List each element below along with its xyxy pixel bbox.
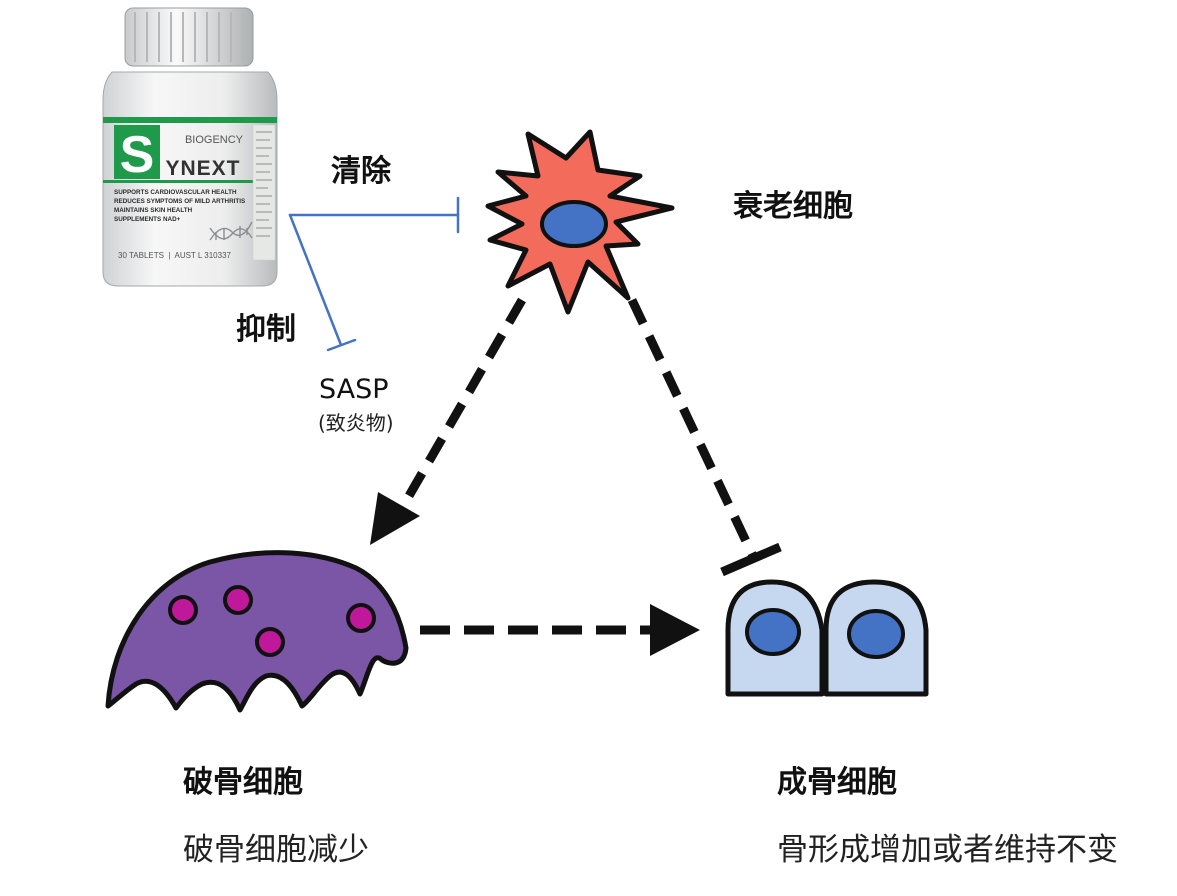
bottle-logo-letter: S	[120, 126, 155, 184]
bottle-logo	[114, 125, 160, 179]
osteoblast-note: 骨形成增加或者维持不变	[777, 832, 1118, 868]
senescent-cell-nucleus	[540, 200, 608, 248]
arrow-senescent-to-osteoclast	[370, 297, 526, 545]
osteoclast-body	[105, 550, 409, 713]
osteoclast-label: 破骨细胞	[183, 765, 303, 800]
senescent-cell	[485, 129, 675, 315]
bottle-claim: SUPPLEMENTS NAD+	[114, 216, 181, 223]
sasp-sublabel: (致炎物)	[318, 411, 394, 435]
arrow-osteoclast-to-osteoblast	[420, 604, 700, 656]
sasp-label: SASP	[319, 374, 389, 405]
bottle-claim: REDUCES SYMPTOMS OF MILD ARTHRITIS	[114, 198, 245, 205]
osteoblast-label: 成骨细胞	[777, 765, 897, 800]
bottle-cap	[124, 7, 254, 67]
osteoblast-cells	[725, 579, 929, 697]
inhibit-senescent-to-osteoblast	[627, 298, 782, 577]
clear-label: 清除	[331, 154, 391, 189]
osteoclast-nucleus	[346, 603, 376, 633]
osteoclast-nucleus	[255, 627, 285, 657]
dna-icon	[209, 221, 253, 241]
sasp-inhibit-line	[288, 213, 343, 347]
osteoclast-note: 破骨细胞减少	[183, 832, 369, 868]
bottle-brand: BIOGENCY	[185, 134, 244, 146]
senescent-cell-label: 衰老细胞	[733, 189, 853, 224]
osteoclast-nucleus	[168, 595, 198, 625]
osteoblast-nucleus	[847, 609, 905, 659]
bottle-claim: MAINTAINS SKIN HEALTH	[114, 207, 193, 214]
supplement-bottle: S BIOGENCY YNEXT SUPPORTS CARDIOVASCULAR…	[102, 7, 278, 287]
sasp-inhibit-bar	[326, 338, 357, 352]
inhibit-lines	[288, 196, 460, 352]
bottle-footer: 30 TABLETS | AUST L 310337	[118, 251, 232, 260]
osteoclast-cell	[105, 550, 409, 713]
bottle-claim: SUPPORTS CARDIOVASCULAR HEALTH	[114, 189, 237, 196]
osteoclast-nucleus	[223, 585, 253, 615]
inhibit-label: 抑制	[236, 312, 296, 347]
bottle-product-name: YNEXT	[165, 157, 240, 180]
osteoblast-nucleus	[745, 608, 801, 656]
